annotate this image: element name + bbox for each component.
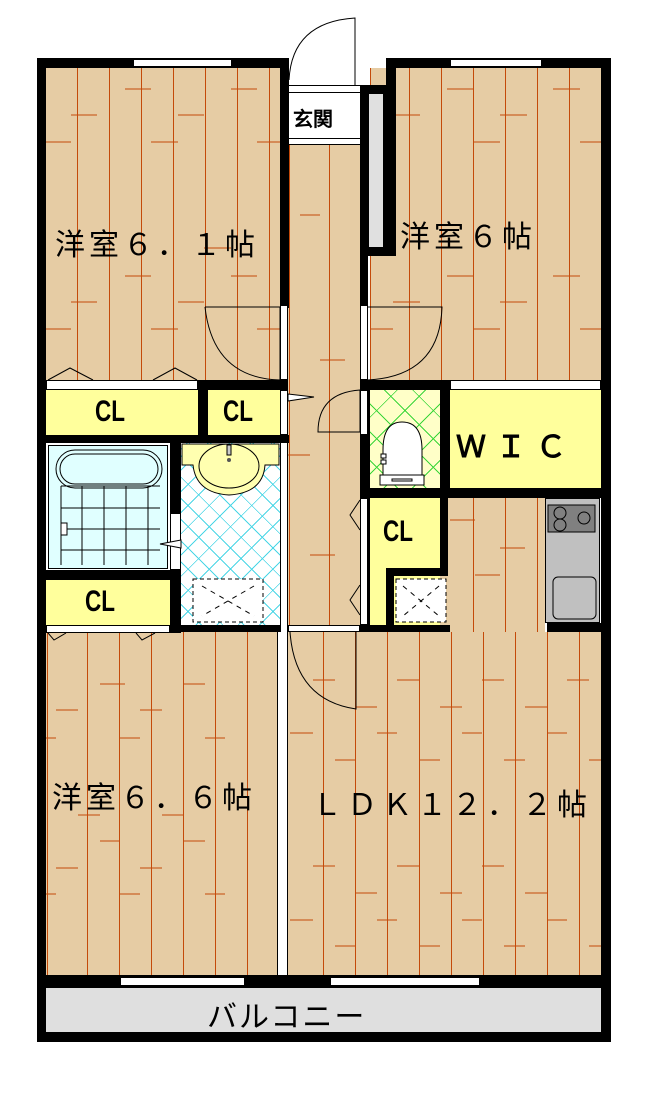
wall-cl4-bottom bbox=[360, 625, 450, 632]
wall-kitchen-bottom bbox=[547, 623, 607, 632]
wall-wic-bottom bbox=[360, 488, 611, 498]
wall-toilet-right bbox=[440, 380, 450, 498]
closet-4-label: CL bbox=[383, 515, 413, 548]
cabinet-bottom bbox=[360, 248, 396, 256]
closet-2 bbox=[208, 390, 280, 435]
bedroom2-door-opening bbox=[360, 305, 368, 380]
entrance-label: 玄関 bbox=[293, 107, 333, 131]
ldk-floor bbox=[288, 632, 601, 975]
washing-machine-pan-icon bbox=[192, 578, 264, 623]
closet-1 bbox=[46, 390, 198, 435]
wall-toilet-top bbox=[360, 380, 450, 390]
bedroom-1-label: 洋室６．１帖 bbox=[55, 228, 259, 263]
window-bedroom1 bbox=[133, 59, 232, 67]
stove-icon bbox=[547, 504, 596, 533]
ldk-door-opening bbox=[288, 625, 360, 632]
wall-cl4-pan bbox=[386, 568, 448, 576]
entrance-step bbox=[288, 92, 360, 139]
cl4-door-opening bbox=[360, 498, 368, 625]
closet-3-label: CL bbox=[85, 585, 115, 618]
outer-wall-right bbox=[601, 58, 611, 1042]
genkan-wall-right bbox=[360, 85, 368, 307]
cabinet-wall bbox=[384, 88, 396, 256]
sink-icon bbox=[552, 576, 597, 620]
closet-door-track-1 bbox=[46, 380, 198, 390]
washing-machine-pan-icon-2 bbox=[395, 578, 447, 623]
outer-wall-bottom bbox=[37, 1032, 611, 1042]
hallway-floor bbox=[288, 145, 360, 625]
balcony bbox=[46, 988, 601, 1034]
closet-2-label: CL bbox=[223, 395, 253, 428]
cl2-door-opening bbox=[280, 390, 288, 435]
bedroom-3-floor bbox=[46, 632, 278, 975]
balcony-label: バルコニー bbox=[207, 1000, 367, 1035]
window-ldk bbox=[330, 977, 480, 986]
bedroom-2-label: 洋室６帖 bbox=[400, 220, 536, 255]
wic-label: ＷＩＣ bbox=[456, 430, 576, 465]
wall-cl-divider bbox=[198, 380, 208, 435]
wall-cl4-pan-left bbox=[386, 568, 394, 632]
wall-cl-row-bottom bbox=[37, 435, 289, 443]
wall-cl-row-top bbox=[198, 380, 288, 390]
wall-bath-bottom bbox=[37, 570, 177, 580]
walk-in-closet bbox=[450, 390, 601, 488]
wash-door-opening bbox=[280, 443, 288, 632]
closet-door-track-3 bbox=[46, 625, 170, 633]
outer-wall-left bbox=[37, 58, 46, 1042]
window-bedroom3 bbox=[120, 977, 245, 986]
ldk-label: ＬＤＫ１２．２帖 bbox=[312, 788, 592, 823]
bedroom-1-floor bbox=[46, 68, 280, 380]
wall-wash-bottom bbox=[170, 625, 288, 632]
closet-1-label: CL bbox=[95, 395, 125, 428]
bathtub-icon bbox=[55, 449, 163, 565]
sliding-partition bbox=[277, 632, 288, 975]
bedroom-2-floor bbox=[370, 68, 601, 380]
wall-cl4-right bbox=[440, 498, 448, 568]
entrance-floor bbox=[288, 85, 360, 145]
closet-3 bbox=[46, 580, 170, 625]
washbasin-icon bbox=[181, 443, 280, 496]
genkan-top-right bbox=[360, 85, 396, 94]
wic-door-track bbox=[450, 380, 601, 390]
toilet-icon bbox=[379, 421, 425, 486]
window-bedroom2 bbox=[450, 59, 542, 67]
bedroom-3-label: 洋室６．６帖 bbox=[52, 781, 256, 816]
bedroom2-wall-step bbox=[386, 58, 396, 88]
genkan-wall-left bbox=[280, 58, 289, 308]
